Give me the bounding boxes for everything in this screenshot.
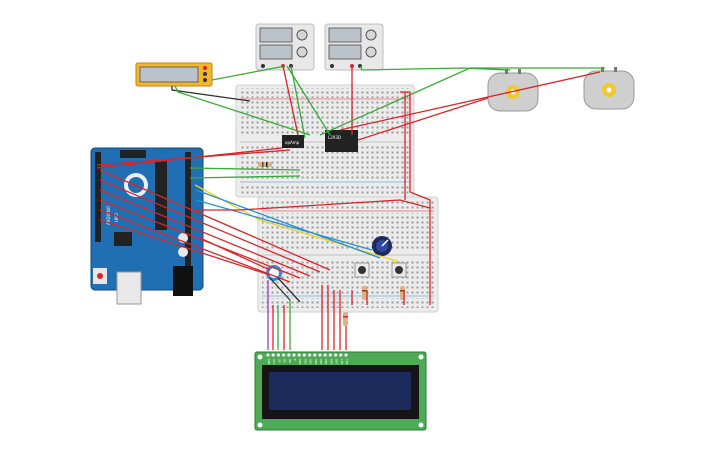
lcd-pin-label: VCC	[272, 359, 276, 365]
lcd-pin-label: DB1	[303, 359, 307, 365]
voltage-knob-icon[interactable]	[296, 29, 308, 41]
opamp-label: opAmp	[285, 140, 300, 145]
usb-port	[116, 271, 142, 305]
lcd-pin	[308, 353, 312, 357]
arduino-model-text: UNO	[114, 213, 119, 222]
lcd-pin-label: GND	[267, 359, 271, 365]
knob-icon[interactable]	[372, 236, 392, 256]
lcd-16x2	[254, 351, 427, 431]
lcd-pin-label: RS	[283, 359, 287, 363]
lcd-pin	[282, 353, 286, 357]
lcd-pin-label: E	[293, 359, 297, 361]
resistor-icon	[343, 312, 348, 326]
resistor-icon	[362, 286, 367, 300]
lcd-pin	[302, 353, 306, 357]
resistor-icon	[258, 162, 272, 167]
lcd-pin	[334, 353, 338, 357]
lcd-pin-label: DB6	[329, 359, 333, 365]
motor-driver-chip: L293D	[325, 130, 358, 152]
voltage-knob-icon[interactable]	[365, 29, 377, 41]
wires	[96, 65, 605, 350]
lcd-pin-label: DB2	[309, 359, 313, 365]
dc-motor-icon[interactable]	[487, 69, 539, 112]
lcd-pin-label: RW	[288, 359, 292, 363]
lcd-pin	[266, 353, 270, 357]
power-jack	[173, 266, 193, 296]
lcd-pin-label: DB0	[298, 359, 302, 365]
lcd-pin-label: LED	[340, 359, 344, 365]
lcd-pin-label: DB7	[335, 359, 339, 365]
motor-driver-label: L293D	[328, 135, 341, 140]
dc-motor-icon[interactable]	[583, 67, 635, 110]
microcontroller-chip	[155, 160, 167, 230]
lcd-pin-label: LED	[345, 359, 349, 365]
lcd-pin-label: DB4	[319, 359, 323, 365]
lcd-pin	[287, 353, 291, 357]
lcd-pin	[297, 353, 301, 357]
lcd-pin	[344, 353, 348, 357]
current-knob-icon[interactable]	[296, 46, 308, 58]
lcd-pin-label: DB3	[314, 359, 318, 365]
lcd-pin	[292, 353, 296, 357]
lcd-pin	[271, 353, 275, 357]
multimeter[interactable]	[135, 62, 213, 87]
lcd-pin-label: DB5	[324, 359, 328, 365]
arduino-brand-text: ARDUINO	[106, 206, 111, 225]
pushbutton-icon[interactable]	[391, 262, 407, 278]
lcd-pin	[313, 353, 317, 357]
lcd-pin	[276, 353, 280, 357]
lcd-pin-label: V0	[277, 359, 281, 363]
breadboard-bottom	[257, 196, 439, 313]
current-knob-icon[interactable]	[365, 46, 377, 58]
lcd-pin	[328, 353, 332, 357]
opamp-chip: opAmp	[282, 135, 304, 148]
lcd-pin	[323, 353, 327, 357]
pushbutton-icon[interactable]	[354, 262, 370, 278]
power-supply-left[interactable]	[255, 23, 315, 71]
lcd-pin	[339, 353, 343, 357]
lcd-pin	[318, 353, 322, 357]
power-supply-right[interactable]	[324, 23, 384, 71]
